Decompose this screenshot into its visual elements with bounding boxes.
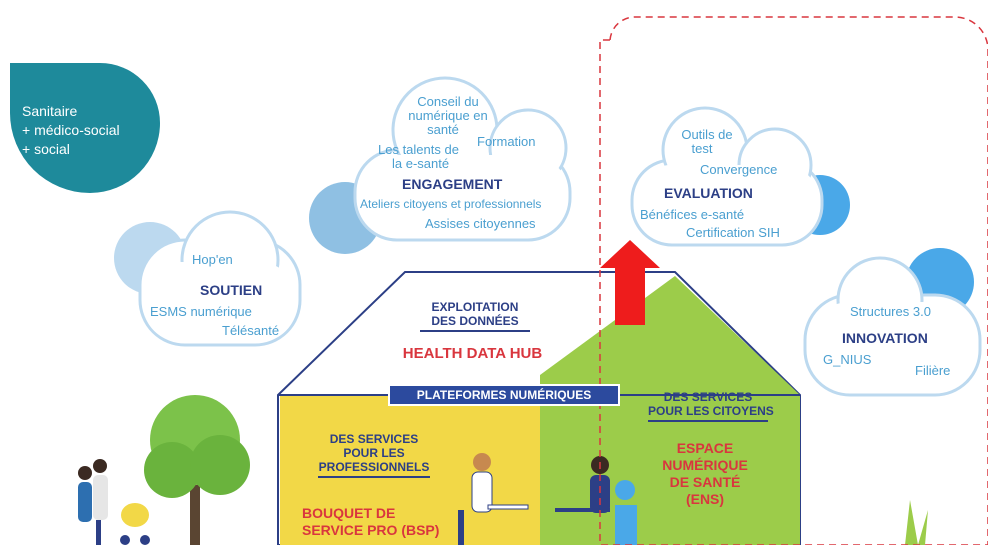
engagement-item-ateliers: Ateliers citoyens et professionnels: [360, 197, 542, 211]
bsp-title-line-2: SERVICE PRO (BSP): [302, 522, 440, 538]
cloud-engagement-shape: [309, 76, 572, 254]
bsp-title-line-1: BOUQUET DE: [302, 505, 396, 521]
ens-title-line-3: DE SANTÉ: [669, 474, 741, 490]
ens-title: ESPACE NUMÉRIQUE DE SANTÉ (ENS): [655, 440, 755, 508]
ens-title-line-4: (ENS): [685, 491, 725, 507]
pro-heading-line-1: DES SERVICES: [329, 432, 419, 446]
soutien-item-hopen: Hop'en: [192, 252, 233, 267]
ens-title-line-1: ESPACE: [676, 440, 734, 456]
citizen-heading-line-1: DES SERVICES: [663, 390, 753, 404]
engagement-item-conseil-3: santé: [427, 122, 459, 137]
pro-heading-line-2: POUR LES: [343, 446, 405, 460]
citizen-heading-underline: [648, 420, 768, 422]
cloud-evaluation-shape: [630, 106, 850, 247]
roof-heading-line-1: EXPLOITATION: [431, 300, 519, 314]
evaluation-item-outils-2: test: [691, 141, 713, 156]
evaluation-item-outils-1: Outils de: [681, 127, 733, 142]
health-data-hub-title: HEALTH DATA HUB: [402, 345, 543, 362]
soutien-item-esms: ESMS numérique: [150, 304, 252, 319]
evaluation-item-convergence: Convergence: [700, 162, 778, 177]
ens-title-line-2: NUMÉRIQUE: [662, 457, 748, 473]
engagement-item-assises: Assises citoyennes: [425, 216, 536, 231]
people-illustration: [78, 453, 928, 545]
cloud-soutien-shape: [114, 210, 302, 347]
innovation-item-gnius: G_NIUS: [823, 352, 872, 367]
pro-services-heading: DES SERVICES POUR LES PROFESSIONNELS: [318, 432, 430, 478]
engagement-item-formation: Formation: [477, 134, 536, 149]
tree-illustration: [144, 395, 250, 545]
roof-heading-line-2: DES DONNÉES: [431, 314, 519, 328]
sector-line-3: + social: [22, 141, 70, 157]
engagement-title: ENGAGEMENT: [402, 176, 503, 192]
evaluation-item-certification: Certification SIH: [686, 225, 780, 240]
engagement-item-talents-1: Les talents de: [378, 142, 459, 157]
sector-line-2: + médico-social: [22, 122, 120, 138]
soutien-title: SOUTIEN: [200, 282, 263, 298]
sector-line-1: Sanitaire: [22, 103, 78, 119]
sector-badge-shape: [10, 63, 160, 193]
upward-arrow: [600, 240, 660, 325]
engagement-item-conseil-1: Conseil du: [417, 94, 479, 109]
evaluation-title: EVALUATION: [664, 185, 753, 201]
innovation-title: INNOVATION: [842, 330, 928, 346]
pro-heading-underline: [318, 476, 430, 478]
roof-heading-underline: [420, 330, 530, 332]
engagement-item-talents-2: la e-santé: [392, 156, 450, 171]
soutien-item-telesante: Télésanté: [222, 323, 280, 338]
platforms-banner: PLATEFORMES NUMÉRIQUES: [388, 384, 620, 406]
pro-heading-line-3: PROFESSIONNELS: [318, 460, 430, 474]
roof-heading: EXPLOITATION DES DONNÉES: [420, 300, 530, 332]
innovation-item-filiere: Filière: [915, 363, 951, 378]
innovation-item-structures: Structures 3.0: [850, 304, 931, 319]
evaluation-item-benefices: Bénéfices e-santé: [640, 207, 745, 222]
cloud-innovation-shape: [803, 248, 982, 397]
platforms-banner-label: PLATEFORMES NUMÉRIQUES: [416, 388, 592, 402]
citizen-services-heading: DES SERVICES POUR LES CITOYENS: [648, 390, 774, 422]
citizen-heading-line-2: POUR LES CITOYENS: [648, 404, 774, 418]
engagement-item-conseil-2: numérique en: [408, 108, 488, 123]
